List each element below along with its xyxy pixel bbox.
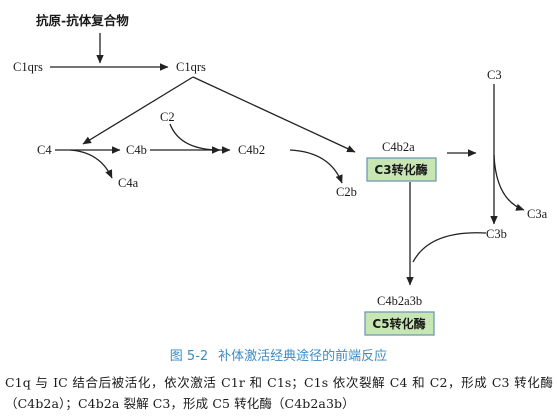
node-c1qrs-inactive: C1qrs: [13, 60, 43, 74]
classical-pathway-diagram: 抗原-抗体复合物 C1qrs C1qrs C2 C4 C4b C4a C4b2 …: [13, 13, 548, 336]
arrow-c3-to-c3a: [493, 154, 525, 211]
figure-number: 图 5-2: [169, 349, 209, 364]
figure-description: C1q 与 IC 结合后被活化，依次激活 C1r 和 C1s；C1s 依次裂解 …: [5, 375, 553, 411]
node-c3: C3: [487, 68, 502, 82]
node-c4a: C4a: [118, 176, 139, 190]
node-c2: C2: [160, 110, 175, 124]
c5-convertase-label: C5转化酶: [372, 316, 425, 331]
arrow-c3b-merge: [412, 232, 487, 263]
node-c1qrs-active: C1qrs: [176, 60, 206, 74]
arrow-c2-merge: [169, 123, 221, 154]
node-c4b2: C4b2: [238, 143, 265, 157]
node-c2b: C2b: [336, 185, 357, 199]
arrow-c4b2-to-c2b: [289, 149, 343, 184]
node-c3b: C3b: [486, 227, 507, 241]
node-antigen-antibody: 抗原-抗体复合物: [36, 13, 129, 28]
figure-caption: 图 5-2 补体激活经典途径的前端反应: [0, 345, 557, 364]
figure-title: 补体激活经典途径的前端反应: [218, 349, 388, 364]
c5-convertase-box: [364, 311, 435, 336]
node-c3a: C3a: [527, 207, 548, 221]
node-c4b2a3b: C4b2a3b: [377, 294, 422, 308]
node-c4b2a: C4b2a: [382, 140, 415, 154]
arrow-c1qrs-to-c4: [82, 76, 194, 145]
node-c4b: C4b: [126, 143, 147, 157]
arrow-c1qrs-to-c4b2: [192, 76, 356, 153]
node-c4: C4: [37, 143, 52, 157]
arrow-c4-to-c4a: [69, 149, 113, 179]
c3-convertase-box: [366, 157, 437, 182]
c3-convertase-label: C3转化酶: [374, 162, 427, 177]
